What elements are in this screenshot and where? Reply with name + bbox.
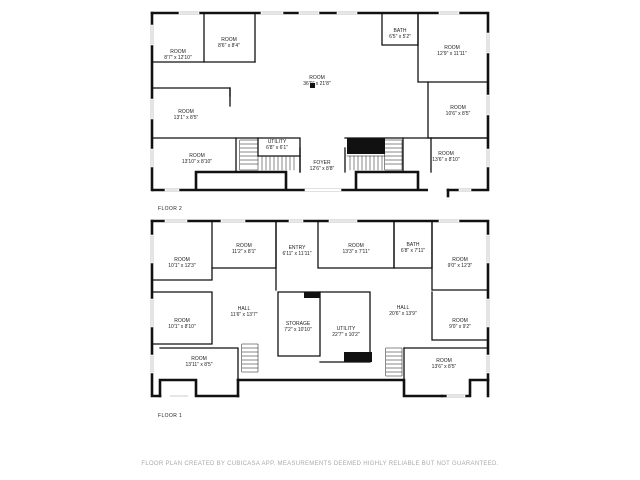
room-dims: 13'3" x 7'11" bbox=[342, 249, 369, 255]
room-dims: 9'0" x 9'2" bbox=[449, 324, 471, 330]
foyer-label: FOYER bbox=[313, 160, 331, 166]
floor2-room-labels: ROOM 8'7" x 12'10" ROOM 8'6" x 8'4" ROOM… bbox=[158, 28, 471, 212]
bath-dims: 6'8" x 7'11" bbox=[401, 248, 425, 254]
room-label: ROOM bbox=[236, 243, 252, 249]
room-dims: 8'7" x 12'10" bbox=[164, 55, 192, 61]
floor1-exterior-walls bbox=[150, 219, 490, 398]
utility-label: UTILITY bbox=[337, 326, 356, 332]
floor1-window-sills bbox=[151, 220, 489, 397]
entry-label: ENTRY bbox=[289, 245, 307, 251]
floor2-interior-walls bbox=[151, 12, 489, 173]
floor1-stair-opening bbox=[344, 352, 372, 362]
floor1-title: FLOOR 1 bbox=[158, 413, 182, 419]
floor1-stairs-left bbox=[241, 343, 259, 373]
room-label: ROOM bbox=[309, 75, 325, 81]
room-label: ROOM bbox=[444, 45, 460, 51]
room-dims: 8'6" x 8'4" bbox=[218, 43, 240, 49]
room-label: ROOM bbox=[438, 151, 454, 157]
room-label: ROOM bbox=[452, 318, 468, 324]
floor2-stair-opening bbox=[347, 138, 385, 154]
floor2-furnace-icon bbox=[310, 83, 315, 88]
hall-dims: 20'6" x 13'9" bbox=[389, 311, 417, 317]
hall-dims: 11'6" x 13'7" bbox=[230, 312, 257, 318]
utility-dims: 22'7" x 10'2" bbox=[332, 332, 360, 338]
room-dims: 13'1" x 8'5" bbox=[174, 115, 199, 121]
floor1-storage-block bbox=[304, 292, 320, 298]
room-dims: 13'6" x 8'5" bbox=[432, 364, 457, 370]
room-dims: 11'2" x 8'1" bbox=[232, 249, 256, 255]
room-label: ROOM bbox=[170, 49, 186, 55]
room-dims: 36'0" x 21'8" bbox=[303, 81, 331, 87]
room-label: ROOM bbox=[452, 257, 468, 263]
bath-dims: 6'5" x 5'2" bbox=[389, 34, 411, 40]
floor2-title: FLOOR 2 bbox=[158, 206, 182, 212]
room-dims: 9'0" x 12'3" bbox=[448, 263, 473, 269]
utility-dims: 6'8" x 6'1" bbox=[266, 145, 288, 151]
foyer-dims: 12'6" x 8'8" bbox=[310, 166, 335, 172]
floor2-stairs-right bbox=[346, 139, 403, 171]
room-label: ROOM bbox=[174, 257, 190, 263]
room-dims: 10'1" x 12'3" bbox=[168, 263, 196, 269]
room-dims: 10'6" x 8'5" bbox=[446, 111, 471, 117]
room-label: ROOM bbox=[191, 356, 207, 362]
floor1-plan bbox=[150, 219, 490, 398]
room-dims: 13'11" x 8'5" bbox=[185, 362, 212, 368]
footer-disclaimer: FLOOR PLAN CREATED BY CUBICASA APP. MEAS… bbox=[141, 461, 498, 467]
room-label: ROOM bbox=[189, 153, 205, 159]
utility-label: UTILITY bbox=[268, 139, 287, 145]
room-label: ROOM bbox=[436, 358, 452, 364]
floor2-window-sills bbox=[151, 12, 489, 191]
hall-label: HALL bbox=[238, 306, 251, 312]
floor1-room-labels: ROOM 10'1" x 12'3" ROOM 11'2" x 8'1" ENT… bbox=[158, 242, 473, 419]
storage-dims: 7'2" x 10'10" bbox=[284, 327, 312, 333]
hall-label: HALL bbox=[397, 305, 410, 311]
room-dims: 10'1" x 8'10" bbox=[168, 324, 196, 330]
storage-label: STORAGE bbox=[286, 321, 311, 327]
room-label: ROOM bbox=[348, 243, 364, 249]
room-dims: 13'6" x 8'10" bbox=[432, 157, 460, 163]
room-dims: 13'10" x 8'10" bbox=[182, 159, 212, 165]
floor2-plan bbox=[150, 11, 490, 198]
room-label: ROOM bbox=[450, 105, 466, 111]
bath-label: BATH bbox=[394, 28, 407, 34]
room-label: ROOM bbox=[221, 37, 237, 43]
entry-dims: 6'11" x 11'11" bbox=[282, 251, 311, 257]
room-label: ROOM bbox=[178, 109, 194, 115]
room-dims: 12'9" x 11'11" bbox=[437, 51, 467, 57]
room-label: ROOM bbox=[174, 318, 190, 324]
floor2-stairs-left bbox=[239, 139, 299, 171]
bath-label: BATH bbox=[407, 242, 420, 248]
floor1-stairs-right bbox=[385, 347, 403, 377]
